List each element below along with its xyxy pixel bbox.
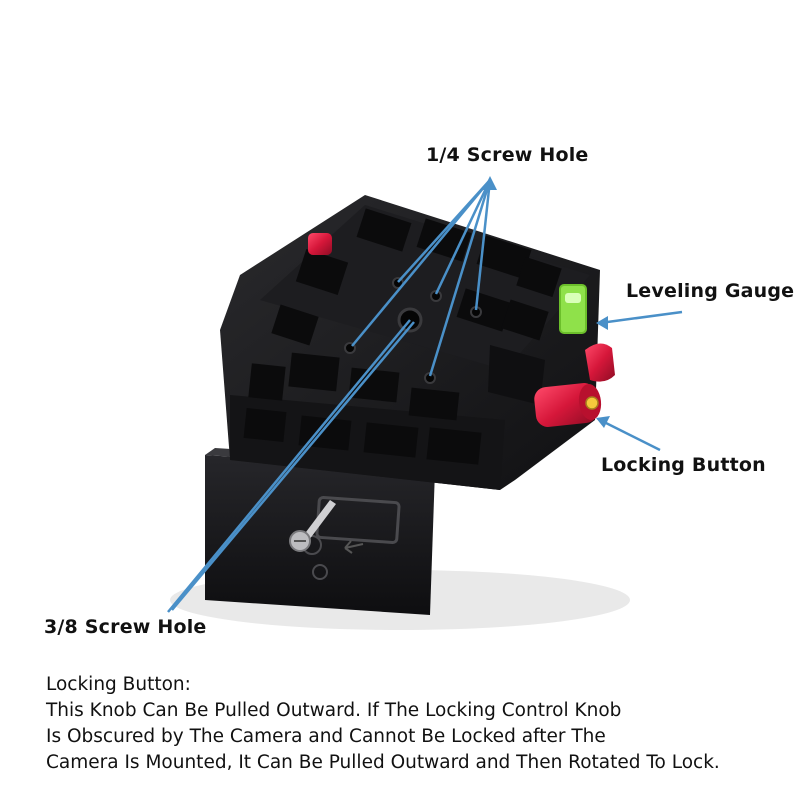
description-line: This Knob Can Be Pulled Outward. If The … <box>46 700 622 721</box>
description-line: Is Obscured by The Camera and Cannot Be … <box>46 726 606 747</box>
callout-locking-button: Locking Button <box>601 454 766 476</box>
callout-leveling-gauge: Leveling Gauge <box>626 280 795 302</box>
description-line: Camera Is Mounted, It Can Be Pulled Outw… <box>46 752 720 773</box>
description-block: Locking Button: This Knob Can Be Pulled … <box>46 672 786 776</box>
leader-arrowheads <box>483 176 610 428</box>
leader-lines <box>167 179 683 613</box>
bubble-level <box>559 284 587 334</box>
callout-quarter-screw-hole: 1/4 Screw Hole <box>426 144 589 166</box>
sliding-plate-clip-icon <box>289 500 336 552</box>
callout-three-eighths-screw-hole: 3/8 Screw Hole <box>44 616 207 638</box>
slide-arrow-icon <box>344 540 364 554</box>
description-heading: Locking Button: <box>46 674 191 695</box>
left-red-knob <box>308 233 332 255</box>
clamp-body <box>220 195 600 490</box>
locking-knob <box>534 343 615 427</box>
